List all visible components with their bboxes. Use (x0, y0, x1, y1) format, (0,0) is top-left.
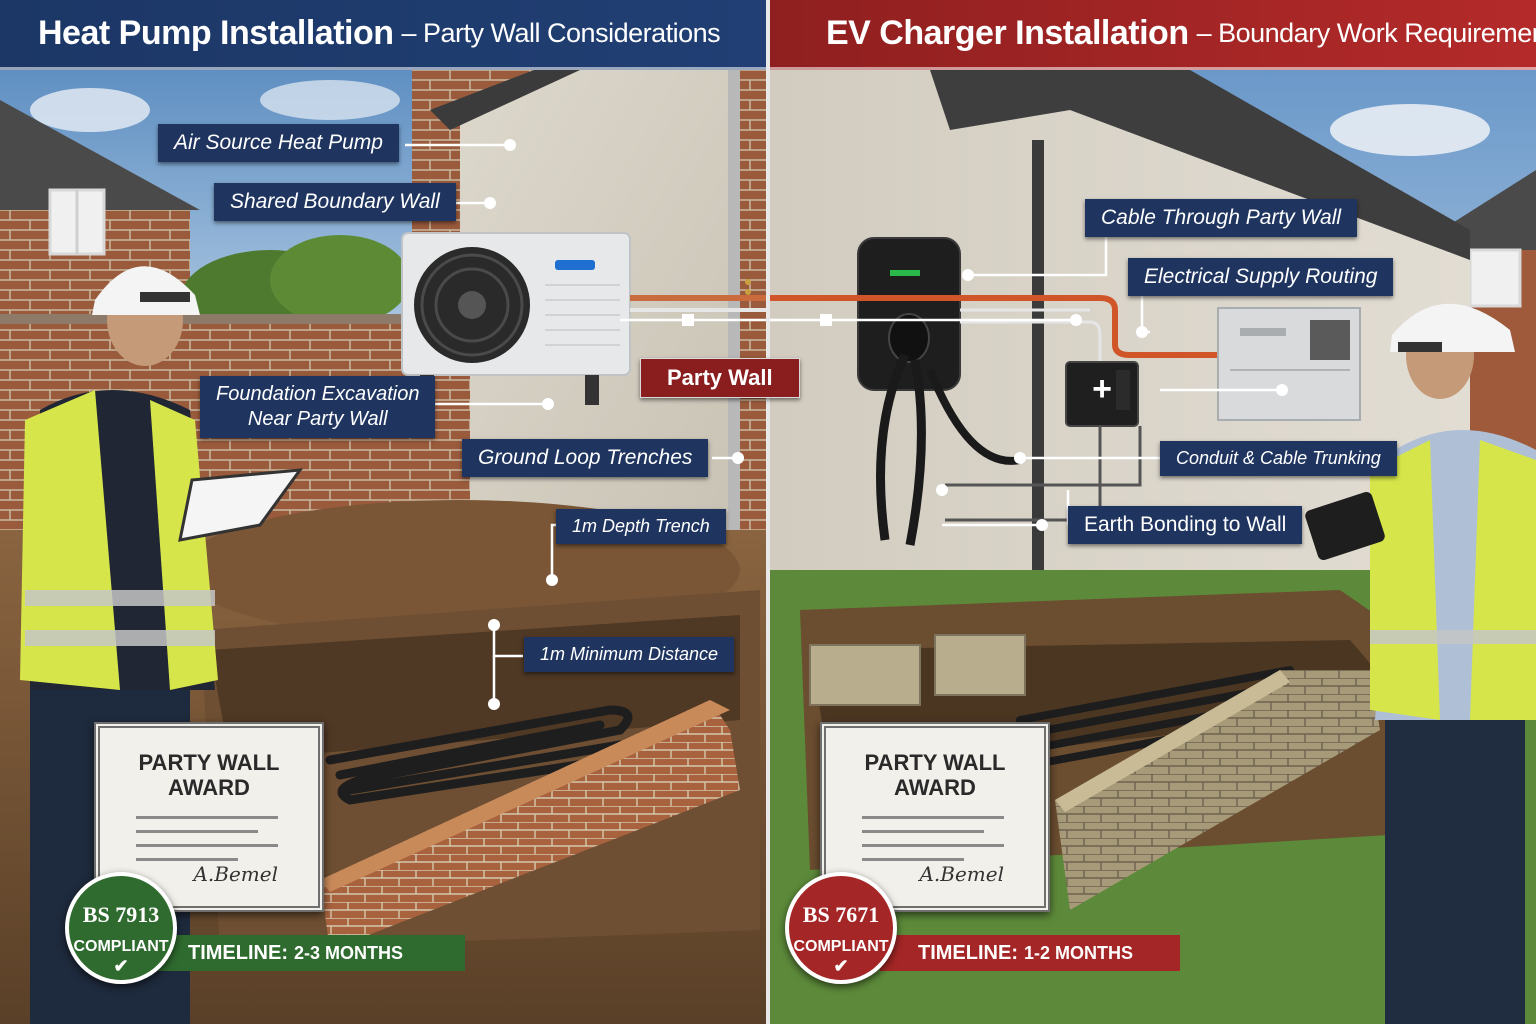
label-foundation-excavation: Foundation Excavation Near Party Wall (200, 376, 436, 438)
label-foundation-line1: Foundation Excavation (216, 383, 420, 405)
award-title-line2: AWARD (894, 775, 976, 801)
low-stone-wall (1055, 670, 1380, 910)
ev-charger-header: EV Charger Installation – Boundary Work … (770, 0, 1536, 70)
callout-leaders (405, 139, 766, 710)
supply-cable (770, 295, 1220, 370)
label-depth-trench: 1m Depth Trench (556, 509, 726, 544)
neighbour-roof (0, 100, 200, 210)
bs7671-compliance-seal: BS 7671 COMPLIANT ✔ (785, 872, 897, 984)
seal-compliant: COMPLIANT (793, 938, 889, 955)
heat-pump-timeline: TIMELINE: 2-3 MONTHS (150, 935, 465, 971)
award-signature: A.Bemel (919, 862, 1004, 886)
label-earth-bonding: Earth Bonding to Wall (1068, 506, 1303, 545)
seal-compliant: COMPLIANT (73, 938, 169, 955)
callout-leaders (770, 235, 1288, 531)
seal-standard: BS 7913 (82, 902, 160, 927)
consumer-unit (1217, 307, 1361, 421)
check-icon: ✔ (833, 956, 849, 976)
seal-standard: BS 7671 (802, 902, 880, 927)
timeline-value: 1-2 MONTHS (1024, 942, 1134, 963)
worker-inspector (1305, 303, 1536, 1024)
heat-pump-title: Heat Pump Installation (38, 14, 394, 52)
ev-charger-subtitle: – Boundary Work Requirements (1196, 18, 1536, 48)
low-brick-wall (320, 700, 740, 950)
timeline-label: TIMELINE: (188, 941, 288, 964)
pipework (630, 279, 766, 312)
label-air-source-heat-pump: Air Source Heat Pump (158, 124, 399, 163)
label-conduit-cable-trunking: Conduit & Cable Trunking (1160, 441, 1397, 476)
ev-charger-panel: + (770, 0, 1536, 1024)
award-title: PARTY WALL AWARD (826, 750, 1044, 801)
ev-charger-title: EV Charger Installation (826, 14, 1189, 52)
heat-pump-header: Heat Pump Installation – Party Wall Cons… (0, 0, 766, 70)
check-icon: ✔ (113, 956, 129, 976)
isolator-switch-box: + (1065, 361, 1139, 427)
bs7913-compliance-seal: BS 7913 COMPLIANT ✔ (65, 872, 177, 984)
award-title-line1: PARTY WALL (864, 750, 1006, 775)
label-shared-boundary-wall: Shared Boundary Wall (214, 183, 456, 222)
party-wall-label: Party Wall (640, 358, 800, 398)
award-signature: A.Bemel (193, 862, 278, 886)
label-foundation-line2: Near Party Wall (247, 408, 388, 430)
party-wall-award-certificate: PARTY WALL AWARD A.Bemel (820, 722, 1050, 912)
award-title-line1: PARTY WALL (138, 750, 280, 775)
label-electrical-supply-routing: Electrical Supply Routing (1128, 258, 1394, 297)
house-roof (930, 70, 1470, 260)
award-title-line2: AWARD (168, 775, 250, 801)
award-title: PARTY WALL AWARD (100, 750, 318, 801)
timeline-label: TIMELINE: (918, 941, 1018, 964)
label-ground-loop-trenches: Ground Loop Trenches (462, 439, 709, 478)
ev-charger-timeline: TIMELINE: 1-2 MONTHS (880, 935, 1180, 971)
timeline-value: 2-3 MONTHS (294, 942, 404, 963)
svg-text:+: + (1092, 370, 1112, 408)
heat-pump-subtitle: – Party Wall Considerations (401, 18, 721, 48)
label-cable-through-party-wall: Cable Through Party Wall (1085, 199, 1358, 238)
downpipe (1032, 140, 1044, 610)
ground-loop-pipes (325, 705, 633, 805)
panel-divider (766, 0, 770, 1024)
heat-pump-panel: Heat Pump Installation – Party Wall Cons… (0, 0, 766, 1024)
label-minimum-distance: 1m Minimum Distance (524, 637, 735, 672)
ev-charger-unit (857, 237, 1021, 546)
